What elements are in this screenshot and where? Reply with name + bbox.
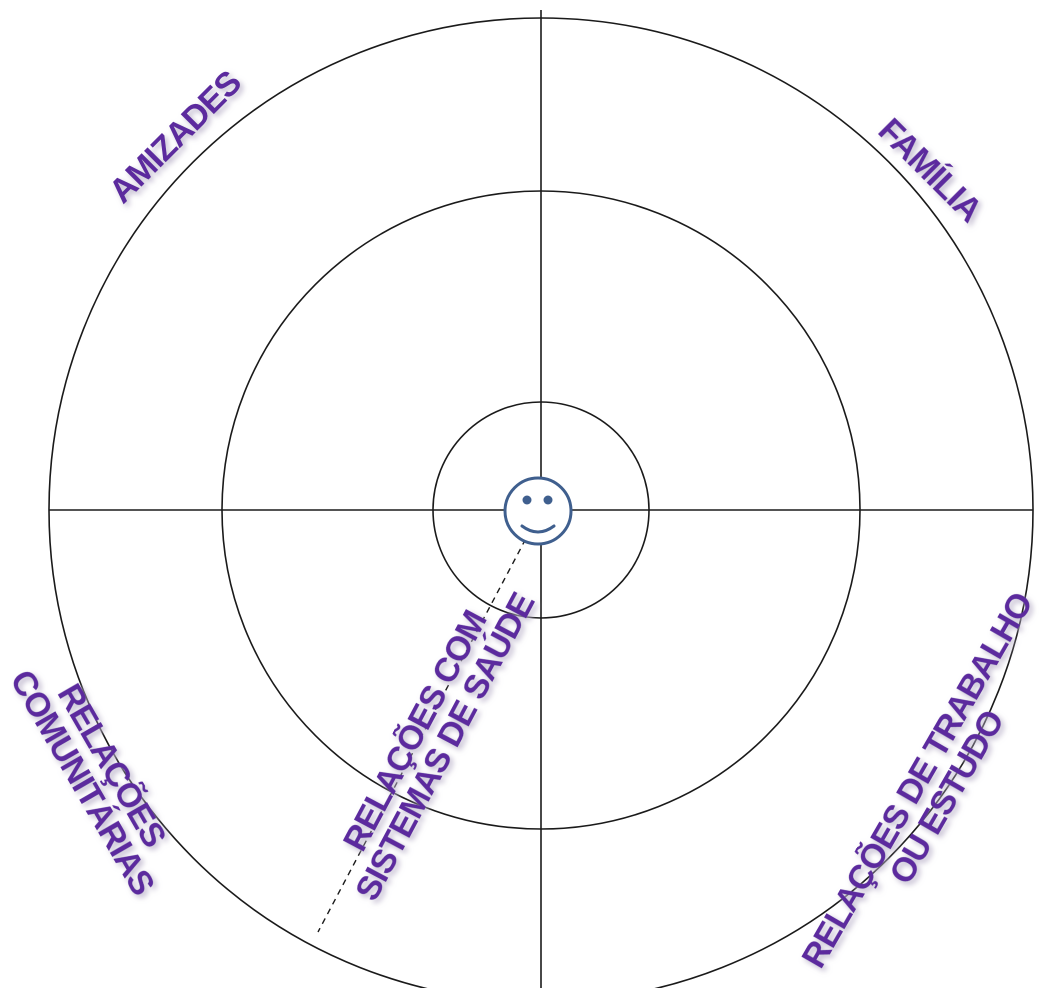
smiley-icon: [503, 476, 573, 546]
label-amizades: AMIZADES: [102, 64, 249, 211]
label-familia: FAMÍLIA: [871, 111, 989, 229]
label-relacoes-comunitarias: RELAÇÕES COMUNITÁRIAS: [2, 664, 173, 902]
label-relacoes-trabalho: RELAÇÕES DE TRABALHO OU ESTUDO: [795, 586, 1041, 974]
dashed-divider: [317, 509, 542, 933]
label-relacoes-saude: RELAÇÕES COM SISTEMAS DE SAÚDE: [336, 587, 542, 907]
label-trabalho-line1: RELAÇÕES DE TRABALHO: [795, 586, 1041, 974]
